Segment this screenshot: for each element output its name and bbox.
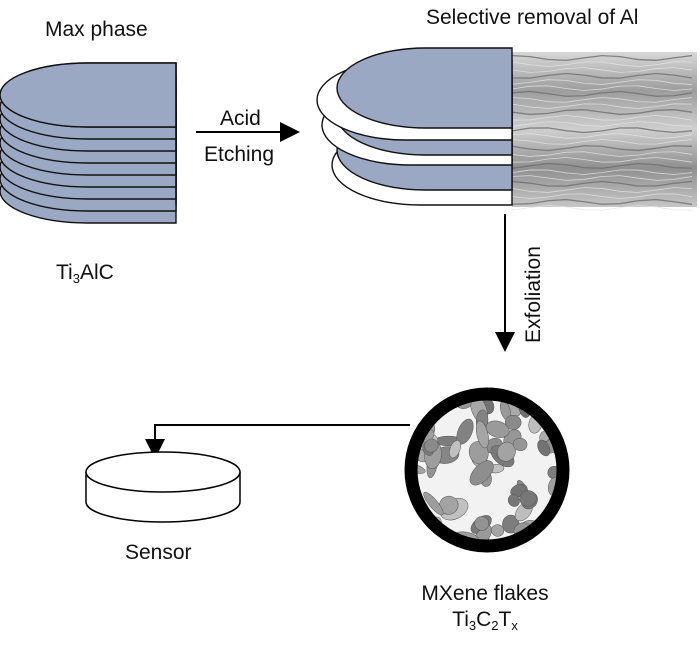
mxene-flakes-circle-icon — [404, 387, 570, 553]
sensor-label: Sensor — [125, 541, 192, 564]
etching-label: Etching — [204, 143, 275, 166]
acid-label: Acid — [220, 107, 261, 130]
ti3alc-formula: Ti3AlC — [56, 261, 114, 286]
ti3c2tx-formula: Ti3C2Tx — [452, 608, 518, 633]
sem-layered-image — [511, 52, 697, 211]
etched-stack-icon — [316, 47, 513, 206]
mxene-flakes-label: MXene flakes — [421, 582, 549, 605]
sensor-icon — [85, 451, 241, 523]
max-phase-label: Max phase — [45, 18, 148, 41]
max-phase-stack-icon — [0, 62, 177, 224]
selective-removal-label: Selective removal of Al — [426, 6, 639, 29]
mxene-to-sensor-arrow — [145, 424, 410, 459]
exfoliation-label: Exfoliation — [522, 246, 545, 343]
